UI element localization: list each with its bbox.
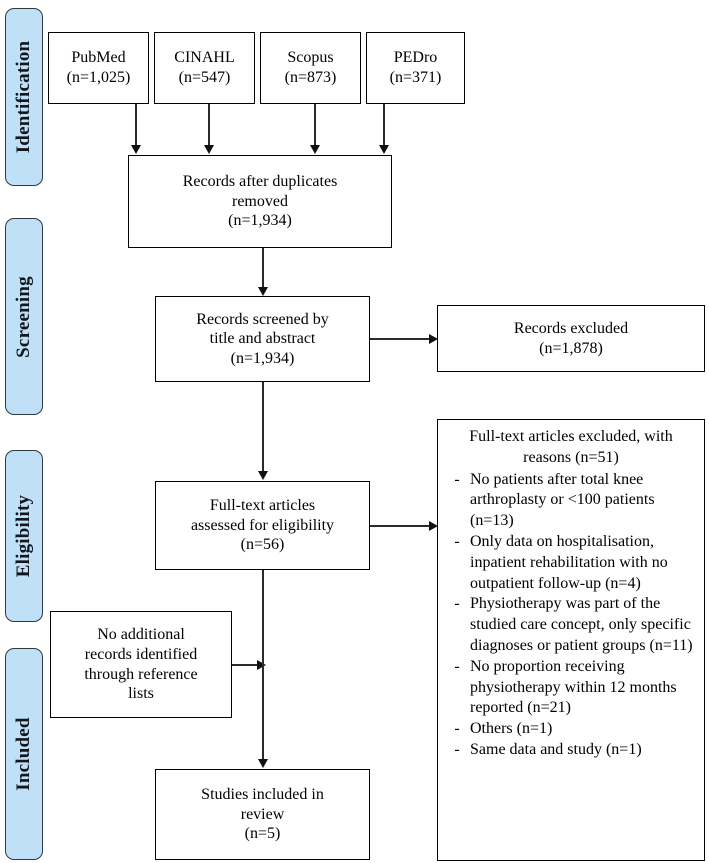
box-records-screened: Records screened by title and abstract (…	[155, 296, 370, 382]
arrowhead-screened-to-excluded	[429, 333, 438, 344]
excluded-reason-text: Same data and study (n=1)	[470, 740, 642, 758]
box-records-screened-text: Records screened by title and abstract (…	[196, 310, 329, 367]
box-additional-records: No additional records identified through…	[50, 611, 232, 718]
source-box-pedro-text: PEDro (n=371)	[389, 49, 442, 86]
excluded-reason-item: - Same data and study (n=1)	[444, 740, 698, 761]
excluded-reason-item: - No proportion receiving physiotherapy …	[444, 657, 698, 719]
box-fulltext-assessed-text: Full-text articles assessed for eligibil…	[190, 497, 335, 554]
connector-fulltext-to-reasons	[370, 525, 430, 527]
bullet-dash-icon: -	[454, 470, 460, 488]
connector-cinahl-to-duplicates	[208, 104, 210, 146]
box-duplicates-removed-text: Records after duplicates removed (n=1,93…	[182, 173, 338, 230]
source-box-pubmed-text: PubMed (n=1,025)	[66, 49, 131, 86]
box-excluded-reasons: Full-text articles excluded, with reason…	[437, 419, 705, 861]
bullet-dash-icon: -	[454, 720, 460, 738]
excluded-reason-item: - No patients after total knee arthropla…	[444, 470, 698, 532]
connector-pubmed-to-duplicates	[135, 104, 137, 146]
arrowhead-fulltext-to-included	[257, 759, 268, 768]
excluded-reason-text: Only data on hospitalisation, inpatient …	[470, 532, 668, 592]
excluded-reason-text: Others (n=1)	[470, 720, 553, 738]
excluded-reason-item: - Physiotherapy was part of the studied …	[444, 594, 698, 656]
excluded-reason-text: No patients after total knee arthroplast…	[470, 470, 655, 530]
excluded-reasons-list: - No patients after total knee arthropla…	[444, 470, 698, 761]
connector-fulltext-to-included	[262, 570, 264, 760]
source-box-pubmed: PubMed (n=1,025)	[48, 32, 149, 104]
connector-scopus-to-duplicates	[314, 104, 316, 146]
excluded-reason-item: - Only data on hospitalisation, inpatien…	[444, 532, 698, 594]
bullet-dash-icon: -	[454, 595, 460, 613]
box-studies-included: Studies included in review (n=5)	[155, 769, 370, 860]
source-box-cinahl-text: CINAHL (n=547)	[174, 49, 235, 86]
connector-screened-to-excluded	[370, 338, 430, 340]
stage-pill-included: Included	[5, 648, 43, 860]
arrowhead-fulltext-to-reasons	[429, 520, 438, 531]
stage-label-included: Included	[13, 717, 34, 791]
stage-pill-identification: Identification	[5, 8, 43, 186]
box-records-excluded: Records excluded (n=1,878)	[437, 305, 705, 372]
source-box-pedro: PEDro (n=371)	[366, 32, 465, 104]
source-box-cinahl: CINAHL (n=547)	[154, 32, 255, 104]
arrowhead-scopus-to-duplicates	[309, 145, 320, 154]
excluded-reason-text: Physiotherapy was part of the studied ca…	[470, 595, 693, 654]
connector-screened-to-fulltext	[262, 382, 264, 472]
arrowhead-cinahl-to-duplicates	[203, 145, 214, 154]
stage-label-identification: Identification	[13, 40, 34, 154]
bullet-dash-icon: -	[454, 532, 460, 550]
box-fulltext-assessed: Full-text articles assessed for eligibil…	[155, 481, 370, 570]
connector-duplicates-to-screened	[262, 248, 264, 288]
source-box-scopus: Scopus (n=873)	[260, 32, 361, 104]
stage-pill-screening: Screening	[5, 218, 43, 415]
stage-pill-eligibility: Eligibility	[5, 450, 43, 622]
excluded-reason-item: - Others (n=1)	[444, 719, 698, 740]
arrowhead-screened-to-fulltext	[257, 471, 268, 480]
source-box-scopus-text: Scopus (n=873)	[284, 49, 337, 86]
box-studies-included-text: Studies included in review (n=5)	[201, 786, 324, 843]
stage-label-screening: Screening	[13, 275, 34, 358]
arrowhead-duplicates-to-screened	[257, 287, 268, 296]
bullet-dash-icon: -	[454, 740, 460, 758]
box-records-excluded-text: Records excluded (n=1,878)	[513, 319, 629, 357]
excluded-reasons-heading: Full-text articles excluded, with reason…	[469, 428, 673, 466]
connector-pedro-to-duplicates	[383, 104, 385, 146]
excluded-reason-text: No proportion receiving physiotherapy wi…	[470, 657, 677, 717]
arrowhead-pubmed-to-duplicates	[130, 145, 141, 154]
arrowhead-additional-to-spine	[257, 659, 266, 670]
arrowhead-pedro-to-duplicates	[378, 145, 389, 154]
box-additional-records-text: No additional records identified through…	[84, 626, 198, 703]
connector-additional-to-spine	[232, 664, 258, 666]
box-duplicates-removed: Records after duplicates removed (n=1,93…	[128, 155, 392, 248]
stage-label-eligibility: Eligibility	[13, 494, 34, 578]
bullet-dash-icon: -	[454, 657, 460, 675]
